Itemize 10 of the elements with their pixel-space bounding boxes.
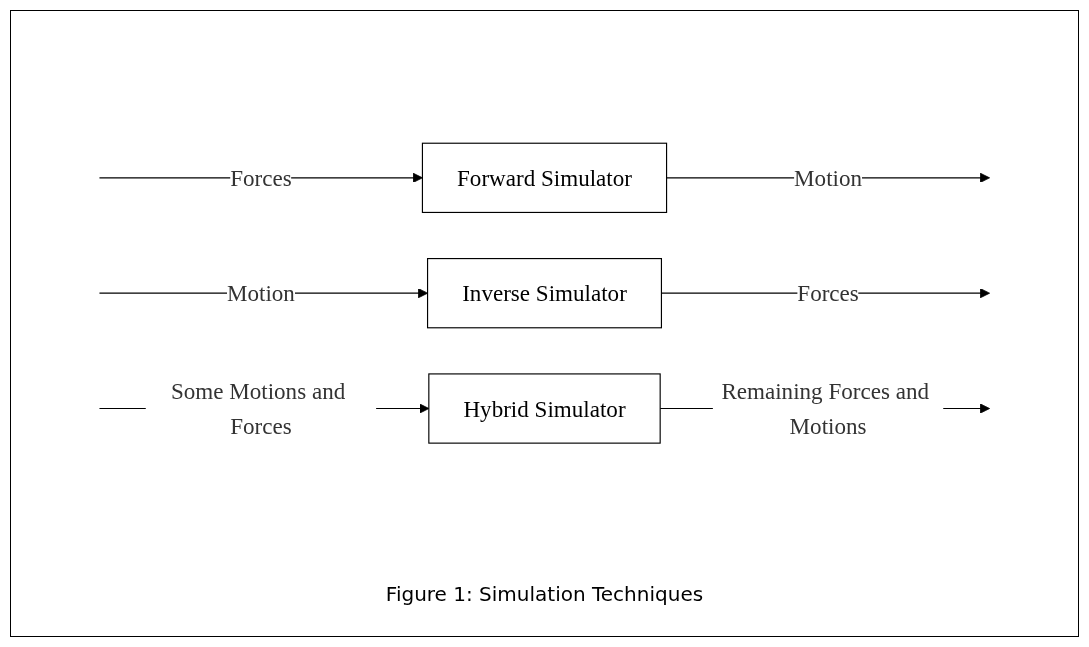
edge-label: Motion [794,165,863,191]
edge-label: Remaining Forces and Motions [721,378,929,439]
edge-label: Forces [230,165,292,191]
edge-label: Some Motions and Forces [170,378,346,439]
node-box: Inverse Simulator [427,258,662,329]
node-box: Hybrid Simulator [428,373,661,444]
edge-label: Forces [797,280,859,307]
figure-caption: Figure 1: Simulation Techniques [385,582,704,606]
node-box: Forward Simulator [421,142,668,214]
edge-label: Motion [226,280,295,307]
